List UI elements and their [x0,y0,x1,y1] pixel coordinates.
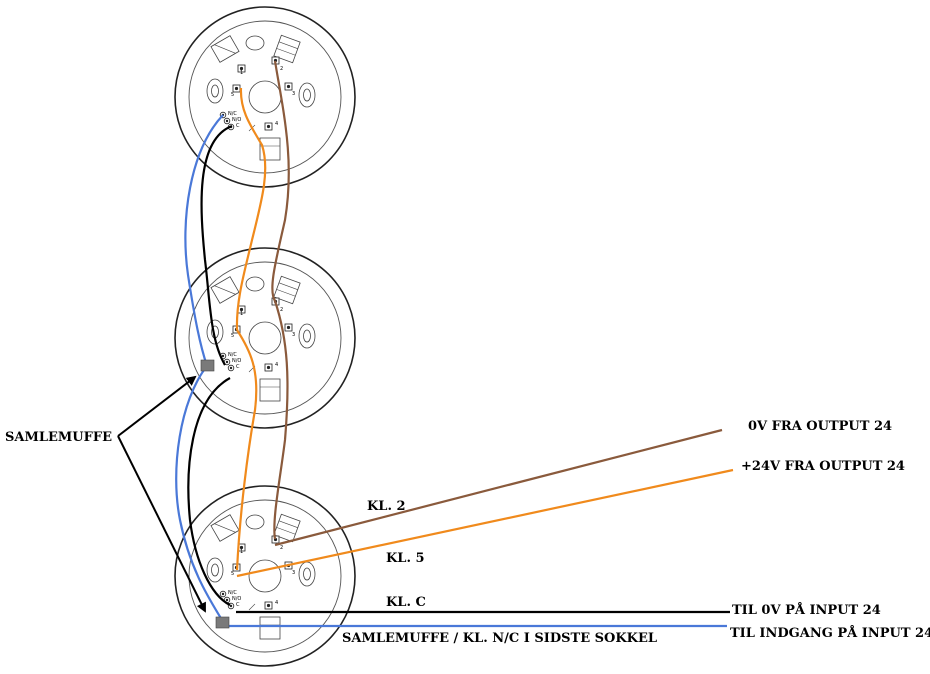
wire-black-middle-to-bottom [187,377,231,606]
terminal-label-1: 1 [240,70,243,76]
wire-black-top-to-middle [200,124,233,366]
detector-socket-top: 1 2 3 4 5 N/C N/O C [174,6,356,188]
terminal-label-5: 5 [231,571,234,577]
junction-connector-middle [200,359,215,372]
terminal-label-1: 1 [240,549,243,555]
terminal-label-4: 4 [275,362,278,368]
label-klc: KL. C [386,595,426,610]
terminal-label-4: 4 [275,600,278,606]
junction-connector-bottom [215,616,230,629]
wire-blue-top-to-middle [184,114,224,367]
label-input-indgang: TIL INDGANG PÅ INPUT 24 [730,625,930,641]
wire-blue-middle-to-bottom [175,365,223,621]
terminal-label-4: 4 [275,121,278,127]
label-kl2: KL. 2 [367,499,406,514]
terminal-label-c: C [236,364,240,370]
wire-brown-feed-0v [274,428,723,547]
label-output-24v: +24V FRA OUTPUT 24 [741,459,905,474]
terminal-label-3: 3 [292,570,295,576]
wire-brown-top-to-middle [271,60,290,302]
label-samlemuffe: SAMLEMUFFE [5,430,112,445]
terminal-label-nc: N/C [228,590,237,596]
terminal-label-3: 3 [292,91,295,97]
arrow-to-junction-middle [117,375,197,437]
terminal-label-c: C [236,602,240,608]
label-kl5: KL. 5 [386,551,425,566]
wire-brown-middle-to-bottom [273,300,289,540]
terminal-label-c: C [236,123,240,129]
wire-orange-feed-24v [236,468,734,578]
terminal-label-2: 2 [280,545,283,551]
terminal-label-no: N/O [232,117,241,123]
wire-orange-middle-to-bottom [235,329,258,571]
terminal-label-2: 2 [280,307,283,313]
terminal-label-2: 2 [280,66,283,72]
detector-socket-bottom: 1 2 3 4 5 N/C N/O C [174,485,356,667]
detector-socket-middle: 1 2 3 4 5 N/C N/O C [174,247,356,429]
terminal-label-nc: N/C [228,111,237,117]
terminal-label-nc: N/C [228,352,237,358]
terminal-label-3: 3 [292,332,295,338]
terminal-label-no: N/O [232,596,241,602]
wire-orange-top-to-middle [235,87,267,331]
arrow-to-junction-bottom [117,435,206,613]
terminal-label-5: 5 [231,92,234,98]
terminal-label-1: 1 [240,311,243,317]
terminal-label-5: 5 [231,333,234,339]
terminal-label-no: N/O [232,358,241,364]
label-input-0v: TIL 0V PÅ INPUT 24 [732,602,881,618]
label-samlemuffe-last: SAMLEMUFFE / KL. N/C I SIDSTE SOKKEL [342,631,657,646]
label-output-0v: 0V FRA OUTPUT 24 [748,419,892,434]
